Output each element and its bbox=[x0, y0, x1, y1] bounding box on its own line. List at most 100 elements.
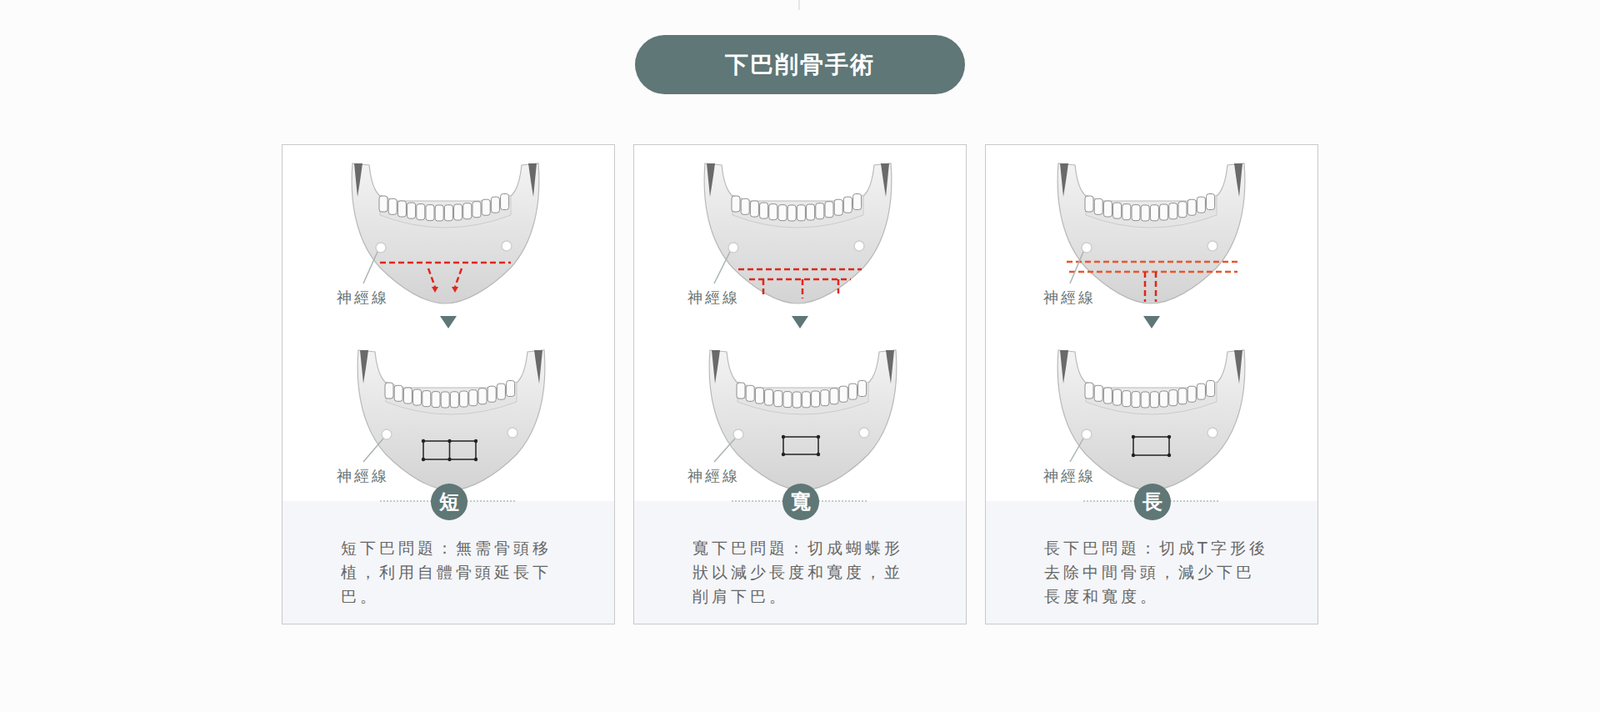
step-triangle bbox=[1143, 315, 1160, 329]
tooth bbox=[750, 200, 759, 217]
leader-line bbox=[1070, 251, 1084, 284]
cut-line bbox=[1155, 271, 1158, 302]
jaw-before bbox=[351, 163, 540, 304]
leader-line bbox=[363, 251, 378, 284]
tooth bbox=[825, 201, 834, 218]
tooth bbox=[397, 200, 406, 217]
tooth bbox=[783, 391, 792, 408]
tooth bbox=[1187, 199, 1196, 215]
tooth bbox=[1169, 390, 1178, 406]
tooth bbox=[431, 391, 440, 408]
tooth bbox=[1150, 391, 1159, 408]
card-ground bbox=[281, 144, 615, 625]
ramus-shade bbox=[711, 350, 720, 384]
label-anchor: 神經線 bbox=[685, 465, 742, 486]
jaw-before bbox=[704, 163, 892, 304]
mental-foramen bbox=[859, 427, 870, 438]
tooth bbox=[740, 198, 750, 215]
leader-line bbox=[714, 438, 735, 462]
tooth bbox=[407, 202, 416, 219]
plate-screw bbox=[474, 439, 478, 443]
label-anchor: 神經線 bbox=[335, 287, 391, 308]
ramus-shade bbox=[1234, 163, 1243, 197]
tooth bbox=[796, 205, 805, 221]
description-text: 短下巴問題：無需骨頭移植，利用自體骨頭延長下巴。 bbox=[340, 535, 566, 609]
tooth bbox=[820, 390, 830, 406]
cut-line bbox=[428, 268, 435, 287]
badge-text: 寬 bbox=[790, 491, 811, 512]
nerve-label: 神經線 bbox=[335, 466, 391, 485]
label-anchor: 神經線 bbox=[1041, 465, 1098, 486]
tooth bbox=[792, 391, 801, 408]
nerve-label: 神經線 bbox=[1041, 288, 1098, 306]
leader-line bbox=[1070, 438, 1084, 462]
badge-text: 短 bbox=[439, 491, 460, 512]
mental-foramen bbox=[507, 427, 518, 438]
tooth bbox=[1122, 390, 1131, 407]
panel-card: 短下巴問題：無需骨頭移植，利用自體骨頭延長下巴。 短 bbox=[281, 144, 615, 625]
tooth bbox=[481, 199, 490, 215]
mental-foramen bbox=[1081, 429, 1092, 440]
top-rule bbox=[799, 0, 800, 10]
jaw-bone bbox=[1057, 163, 1245, 304]
ramus-shade bbox=[354, 163, 363, 197]
ramus-shade bbox=[880, 163, 890, 197]
tooth bbox=[1140, 391, 1150, 408]
description-text: 寬下巴問題：切成蝴蝶形狀以減少長度和寬度，並削肩下巴。 bbox=[692, 535, 918, 609]
mental-foramen bbox=[1081, 242, 1092, 253]
tooth bbox=[450, 391, 459, 408]
gum-band bbox=[1085, 195, 1217, 228]
leader-line bbox=[714, 251, 730, 284]
tooth bbox=[848, 383, 857, 400]
tooth bbox=[469, 390, 478, 406]
tooth bbox=[787, 205, 796, 221]
mental-foramen bbox=[1207, 240, 1218, 251]
plate-screw bbox=[1167, 453, 1171, 457]
tooth bbox=[1160, 390, 1169, 407]
tooth bbox=[1103, 387, 1112, 404]
card-ground bbox=[985, 144, 1319, 625]
tooth bbox=[1160, 204, 1169, 220]
tooth bbox=[1122, 204, 1131, 220]
nerve-label: 神經線 bbox=[1041, 466, 1098, 485]
tooth bbox=[801, 391, 810, 408]
ramus-shade bbox=[528, 163, 537, 197]
ramus-shade bbox=[1234, 350, 1243, 384]
cut-line bbox=[738, 268, 862, 271]
ramus-shade bbox=[885, 350, 895, 384]
tooth bbox=[815, 203, 825, 220]
mental-foramen bbox=[501, 240, 512, 251]
description-text: 長下巴問題：切成T字形後去除中間骨頭，減少下巴長度和寬度。 bbox=[1044, 535, 1270, 609]
tooth bbox=[1085, 382, 1094, 399]
tooth bbox=[774, 390, 783, 407]
tooth bbox=[500, 193, 510, 210]
plate-screw bbox=[474, 457, 478, 461]
cut-line bbox=[801, 279, 805, 299]
tooth bbox=[1131, 205, 1140, 221]
tooth bbox=[1206, 193, 1215, 210]
tooth bbox=[394, 385, 403, 401]
nerve-label: 神經線 bbox=[685, 466, 742, 485]
tooth bbox=[765, 389, 774, 405]
tooth bbox=[736, 382, 745, 399]
tooth bbox=[435, 205, 444, 221]
panel-card: 寬下巴問題：切成蝴蝶形狀以減少長度和寬度，並削肩下巴。 寬 bbox=[633, 144, 967, 625]
card-illustration bbox=[985, 144, 1319, 625]
tooth bbox=[843, 196, 852, 213]
jaw-bone bbox=[704, 163, 892, 304]
tooth bbox=[1196, 383, 1205, 400]
tooth bbox=[745, 385, 755, 401]
tooth bbox=[425, 205, 435, 221]
cut-line bbox=[1144, 271, 1147, 302]
badge-text: 長 bbox=[1142, 491, 1163, 512]
gum-band bbox=[1085, 381, 1217, 415]
title-pill: 下巴削骨手術 bbox=[635, 35, 965, 95]
tooth bbox=[1150, 205, 1159, 221]
cut-arrowhead bbox=[451, 286, 459, 293]
ramus-shade bbox=[360, 350, 369, 384]
cut-arrowhead bbox=[431, 286, 439, 293]
tooth bbox=[811, 390, 820, 407]
fixation-plate bbox=[1133, 436, 1170, 455]
badge-circle: 寬 bbox=[782, 483, 820, 520]
mental-foramen bbox=[375, 242, 386, 253]
